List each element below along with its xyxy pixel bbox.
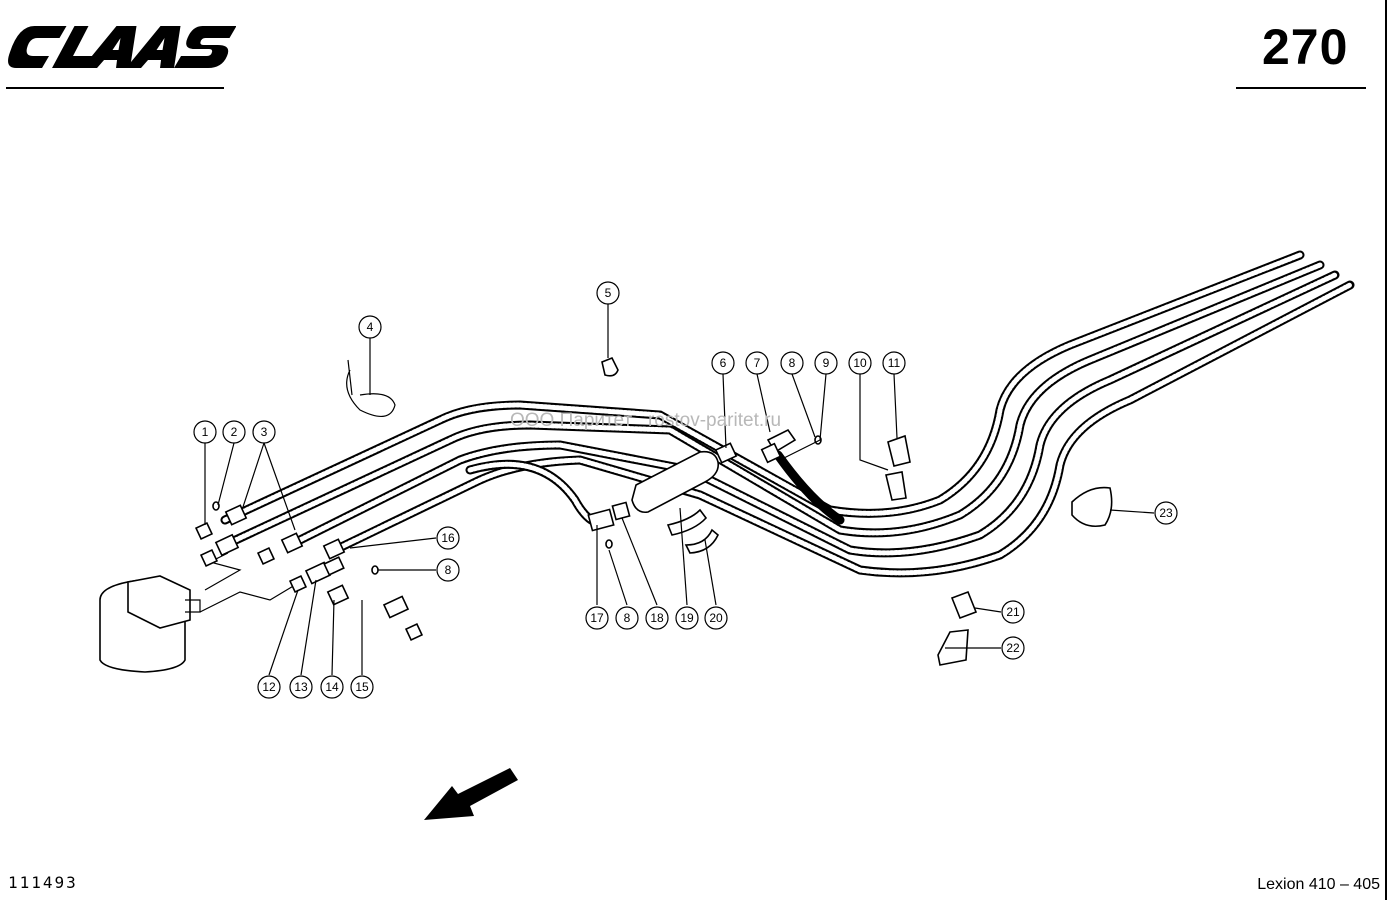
oil-cooler-block (99, 552, 296, 673)
callout-22: 22 (1001, 636, 1025, 660)
callout-11: 11 (882, 351, 906, 375)
callout-label: 5 (605, 286, 612, 300)
callout-label: 10 (853, 356, 867, 370)
callout-label: 13 (294, 680, 308, 694)
callout-2: 2 (222, 420, 246, 444)
callout-13: 13 (289, 675, 313, 699)
callout-5: 5 (596, 281, 620, 305)
header-rule-left (6, 87, 224, 89)
callout-label: 7 (754, 356, 761, 370)
header-rule-right (1236, 87, 1366, 89)
callout-label: 12 (262, 680, 276, 694)
diagram-id: 111493 (8, 873, 78, 892)
callout-label: 2 (231, 425, 238, 439)
callout-10: 10 (848, 351, 872, 375)
callout-label: 16 (441, 531, 455, 545)
callout-label: 18 (650, 611, 664, 625)
callout-6: 6 (711, 351, 735, 375)
callout-label: 19 (680, 611, 694, 625)
callout-20: 20 (704, 606, 728, 630)
callout-label: 3 (261, 425, 268, 439)
callout-label: 11 (888, 356, 901, 370)
callout-label: 8 (789, 356, 796, 370)
callout-17: 17 (585, 606, 609, 630)
callout-label: 21 (1006, 605, 1020, 619)
callout-18: 18 (645, 606, 669, 630)
callout-label: 23 (1159, 506, 1173, 520)
callout-label: 8 (445, 563, 452, 577)
callout-12: 12 (257, 675, 281, 699)
callout-8b: 8 (436, 558, 460, 582)
callout-label: 15 (355, 680, 369, 694)
callout-15: 15 (350, 675, 374, 699)
callout-23: 23 (1154, 501, 1178, 525)
callout-21: 21 (1001, 600, 1025, 624)
watermark-text: ООО Паритет rostov-paritet.ru (510, 410, 782, 431)
callout-label: 4 (367, 320, 374, 334)
callout-label: 9 (823, 356, 830, 370)
leader-lines (204, 304, 1155, 676)
part-callouts: 1 2 3 4 5 6 7 8 9 10 11 12 13 14 15 16 8… (193, 281, 1178, 699)
callout-8a: 8 (780, 351, 804, 375)
callout-label: 17 (590, 611, 604, 625)
callout-9: 9 (814, 351, 838, 375)
callout-label: 8 (624, 611, 631, 625)
callout-4: 4 (358, 315, 382, 339)
callout-label: 1 (202, 425, 209, 439)
page-number: 270 (1262, 19, 1349, 75)
fittings (194, 356, 1113, 666)
direction-arrow (424, 768, 518, 820)
callout-7: 7 (745, 351, 769, 375)
callout-3: 3 (252, 420, 276, 444)
callout-label: 20 (709, 611, 723, 625)
callout-label: 14 (325, 680, 339, 694)
callout-16: 16 (436, 526, 460, 550)
frame-border (1385, 0, 1387, 900)
callout-label: 22 (1006, 641, 1020, 655)
callout-19: 19 (675, 606, 699, 630)
callout-8c: 8 (615, 606, 639, 630)
callout-label: 6 (720, 356, 727, 370)
callout-14: 14 (320, 675, 344, 699)
claas-logo (8, 26, 236, 68)
model-label: Lexion 410 – 405 (1257, 876, 1380, 893)
hydraulic-pipes (220, 250, 1355, 578)
callout-1: 1 (193, 420, 217, 444)
